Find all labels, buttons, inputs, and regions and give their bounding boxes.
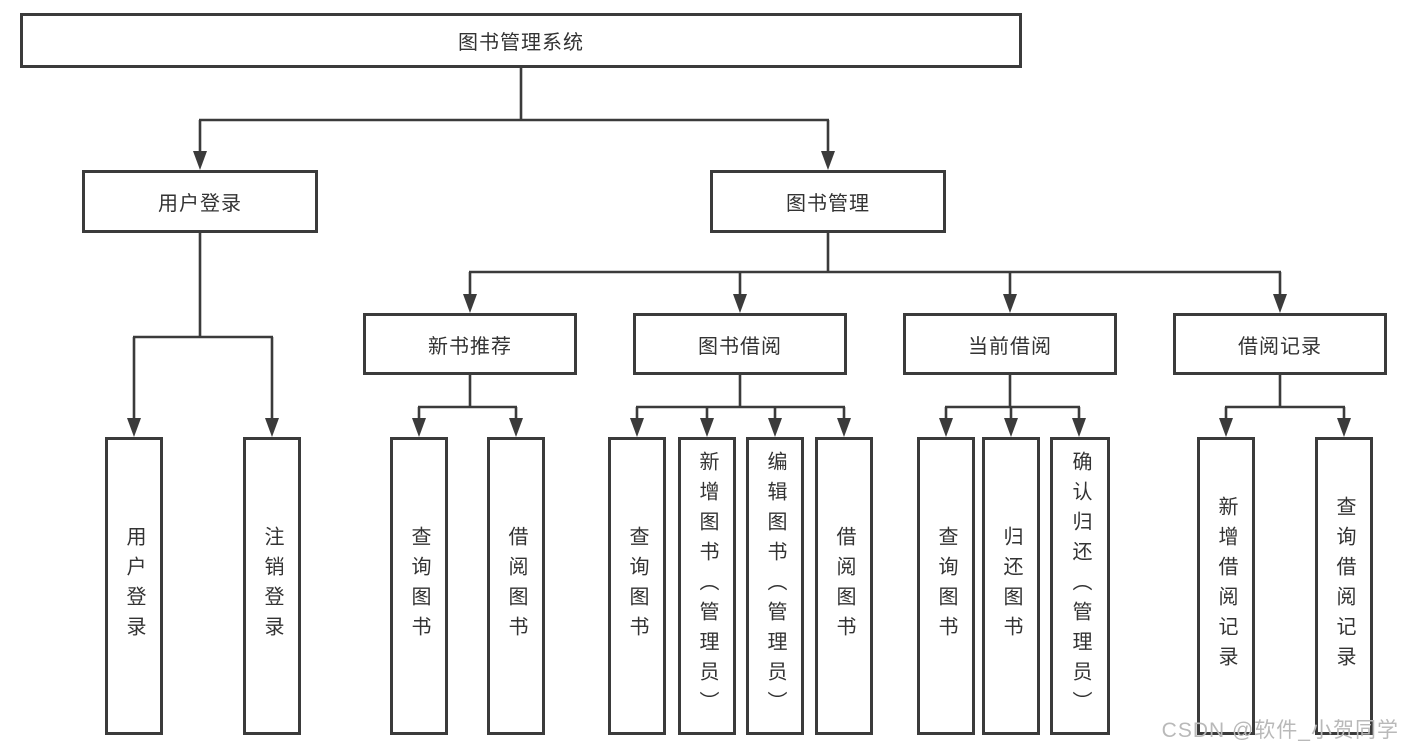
node-label: 新增图书（管理员） [696,451,718,721]
leaf-query-books-borrow: 查询图书 [608,437,666,735]
node-new-book-recommend: 新书推荐 [363,313,577,375]
leaf-query-books-current: 查询图书 [917,437,975,735]
node-label: 图书借阅 [698,335,782,358]
node-book-borrowing: 图书借阅 [633,313,847,375]
leaf-edit-books-admin: 编辑图书（管理员） [746,437,804,735]
leaf-confirm-return-admin: 确认归还（管理员） [1050,437,1110,735]
node-current-borrowing: 当前借阅 [903,313,1117,375]
csdn-watermark: CSDN @软件_小贺同学 [1161,719,1399,742]
leaf-borrow-books-newbook: 借阅图书 [487,437,545,735]
node-label: 查询图书 [626,526,648,646]
node-label: 确认归还（管理员） [1069,451,1091,721]
leaf-return-books: 归还图书 [982,437,1040,735]
node-root-library-system: 图书管理系统 [20,13,1022,68]
leaf-user-login: 用户登录 [105,437,163,735]
leaf-add-books-admin: 新增图书（管理员） [678,437,736,735]
connector-newbook-to-leaves [412,375,523,437]
node-label: 查询图书 [935,526,957,646]
node-label: 借阅图书 [505,526,527,646]
connector-login-to-leaves [127,233,279,437]
leaf-borrow-books: 借阅图书 [815,437,873,735]
connector-records-to-leaves [1219,375,1351,437]
node-label: 图书管理 [786,193,870,215]
node-label: 归还图书 [1000,526,1022,646]
node-label: 图书管理系统 [458,32,584,54]
node-label: 新增借阅记录 [1215,496,1237,676]
node-label: 借阅记录 [1238,335,1322,358]
connector-borrow-to-leaves [630,375,851,437]
connector-root-to-level2 [193,68,835,170]
leaf-query-borrow-record: 查询借阅记录 [1315,437,1373,735]
leaf-query-books-newbook: 查询图书 [390,437,448,735]
node-label: 借阅图书 [833,526,855,646]
leaf-logout: 注销登录 [243,437,301,735]
node-label: 用户登录 [158,193,242,215]
node-label: 查询图书 [408,526,430,646]
leaf-add-borrow-record: 新增借阅记录 [1197,437,1255,735]
node-label: 注销登录 [261,526,283,646]
connector-management-to-level3 [463,233,1287,313]
node-label: 当前借阅 [968,335,1052,358]
connector-current-to-leaves [939,375,1086,437]
node-label: 新书推荐 [428,335,512,358]
node-book-management: 图书管理 [710,170,946,233]
node-label: 用户登录 [123,526,145,646]
node-label: 编辑图书（管理员） [764,451,786,721]
node-label: 查询借阅记录 [1333,496,1355,676]
node-user-login: 用户登录 [82,170,318,233]
node-borrowing-records: 借阅记录 [1173,313,1387,375]
